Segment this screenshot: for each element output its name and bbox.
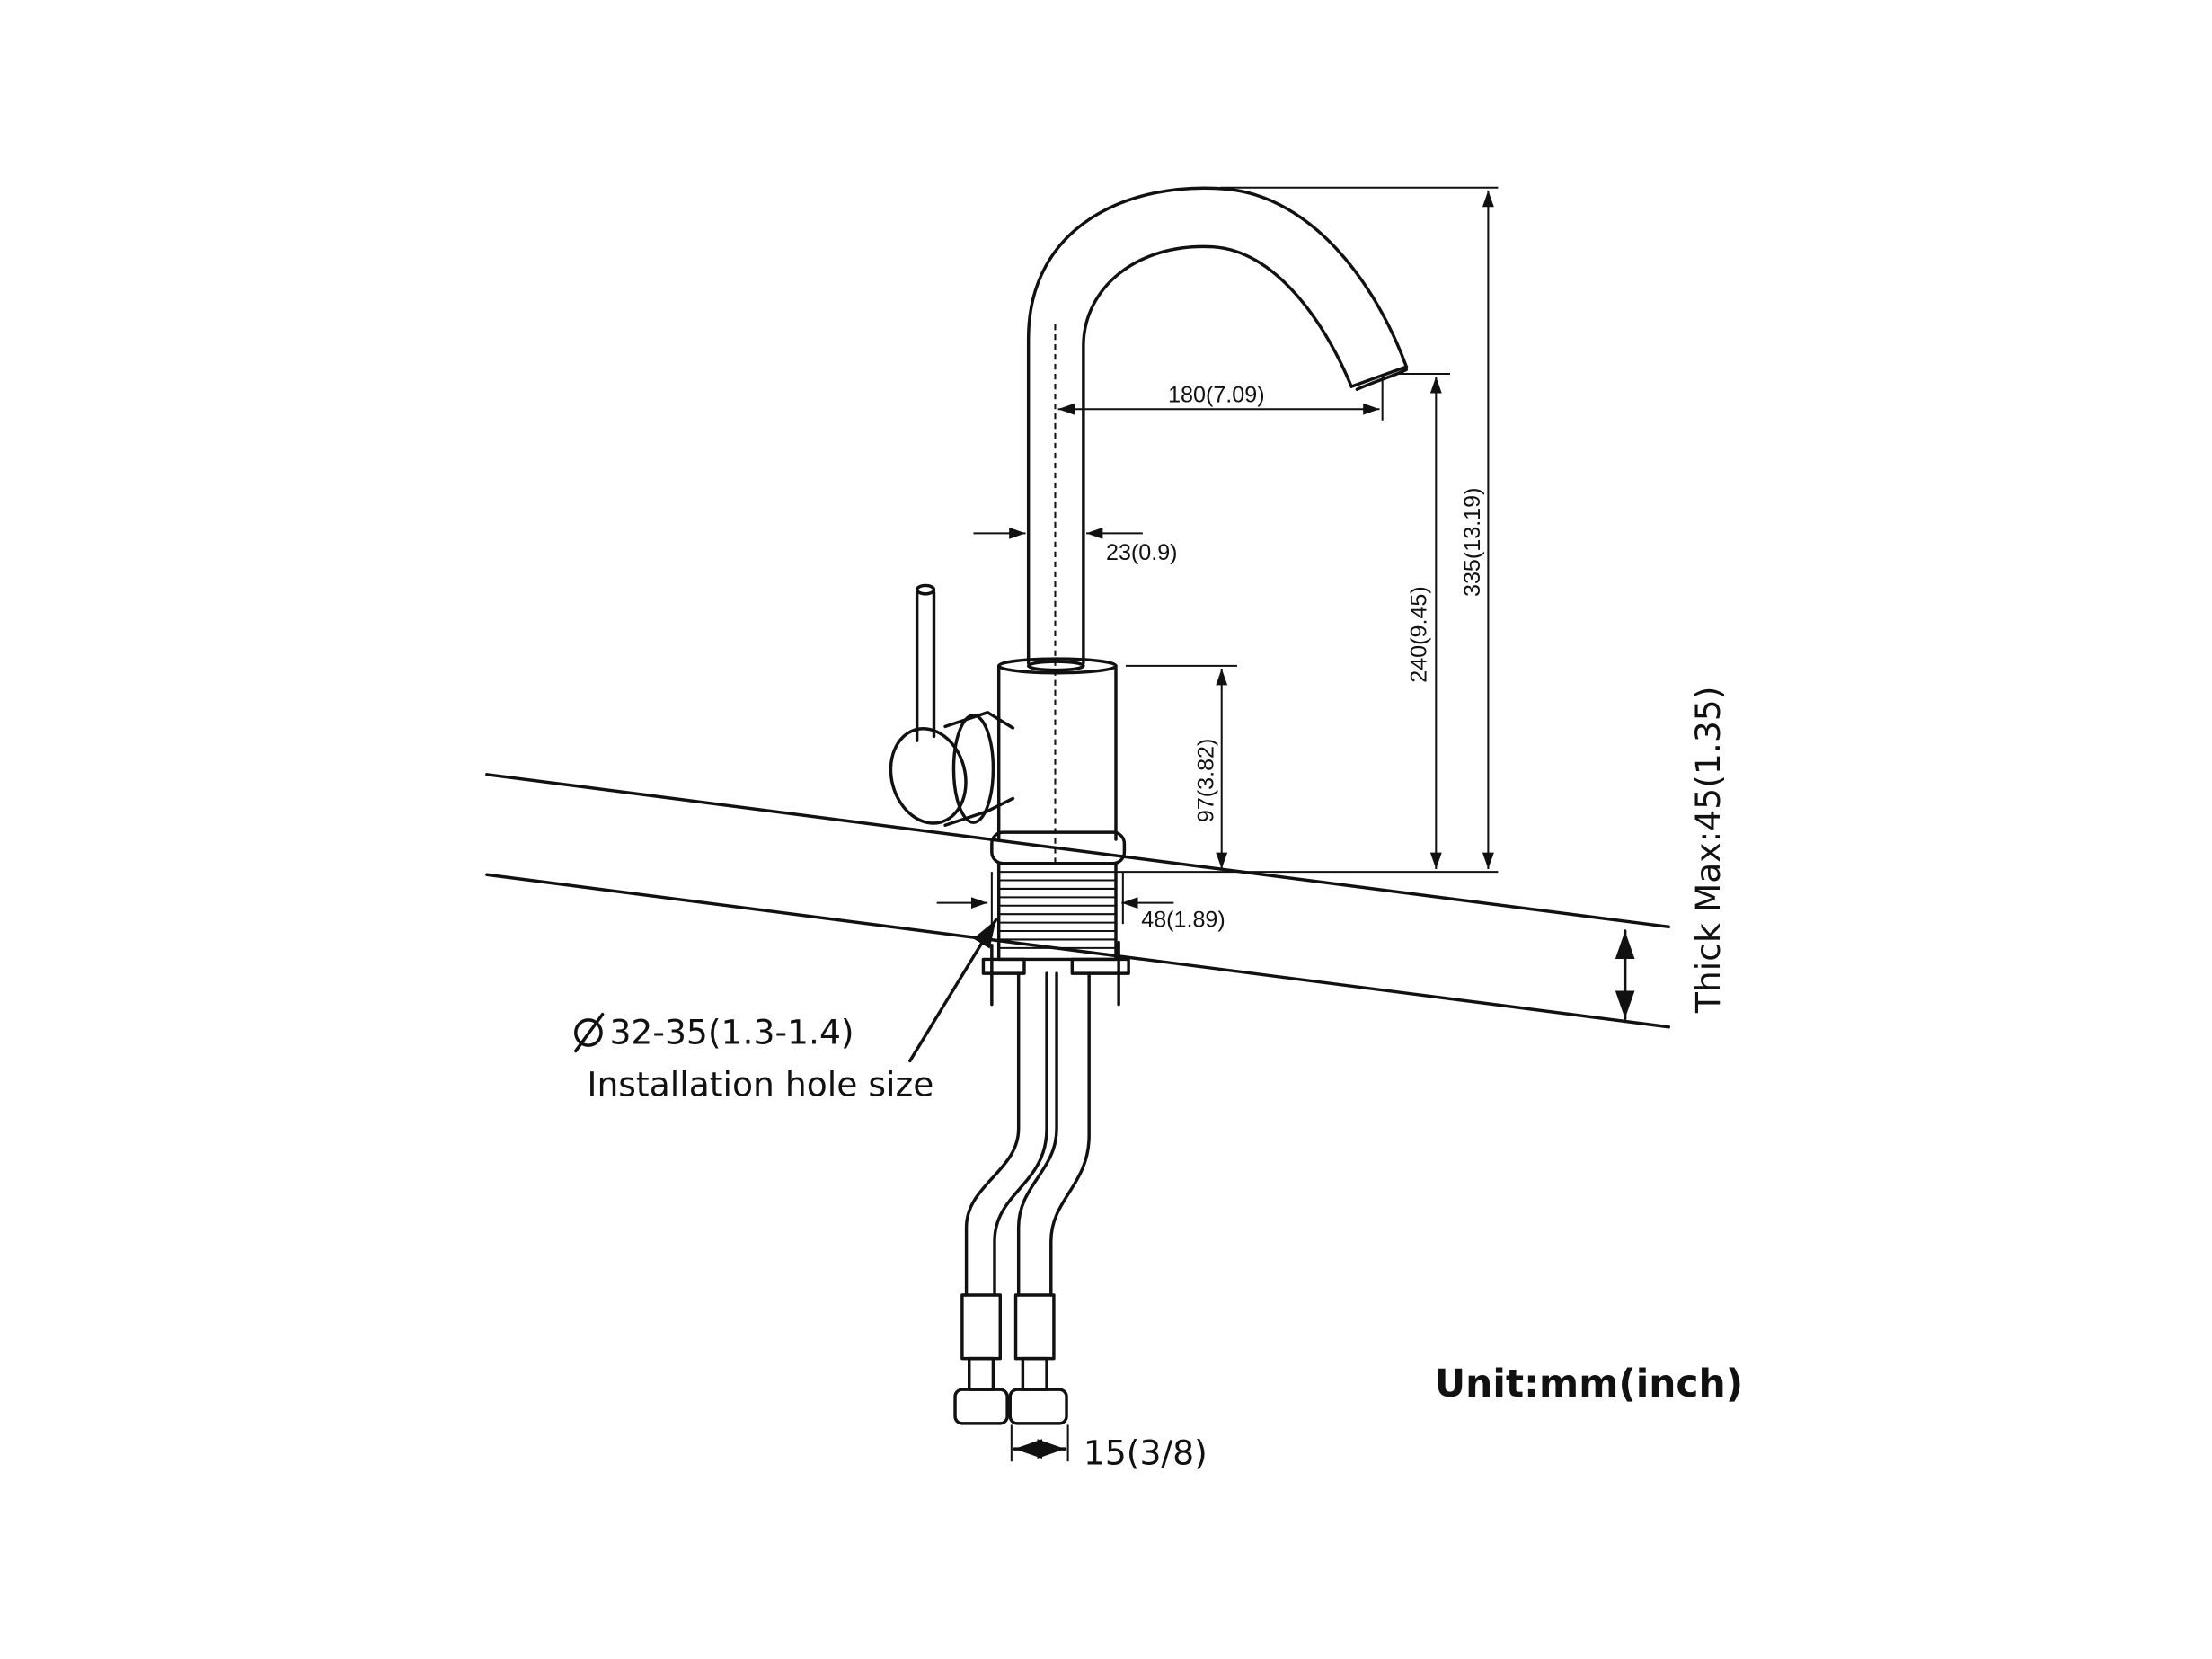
- spout-reach-label: 180(7.09): [1168, 382, 1265, 407]
- total-height-label: 335(13.19): [1460, 488, 1485, 597]
- hoses: [953, 971, 1091, 1425]
- countertop: [485, 773, 1671, 1029]
- handle: [889, 583, 1015, 828]
- hose-connector-label: 15(3/8): [1084, 1433, 1208, 1472]
- spout: [1026, 186, 1409, 864]
- body-height-label: 97(3.82): [1193, 739, 1218, 823]
- hole-size-label: 32-35(1.3-1.4): [609, 1013, 854, 1052]
- diameter-symbol-icon: [574, 1012, 605, 1053]
- dimension-lines: [908, 186, 1635, 1462]
- thick-max-label: Thick Max:45(1.35): [1688, 687, 1728, 1014]
- spout-height-label: 240(9.45): [1406, 586, 1431, 683]
- mounting-hardware: [981, 940, 1130, 1007]
- tube-diameter-label: 23(0.9): [1106, 540, 1178, 565]
- unit-label: Unit:mm(inch): [1435, 1362, 1743, 1406]
- base-diameter-label: 48(1.89): [1141, 907, 1225, 932]
- hole-size-caption: Installation hole size: [587, 1065, 933, 1105]
- faucet-body: [990, 657, 1127, 962]
